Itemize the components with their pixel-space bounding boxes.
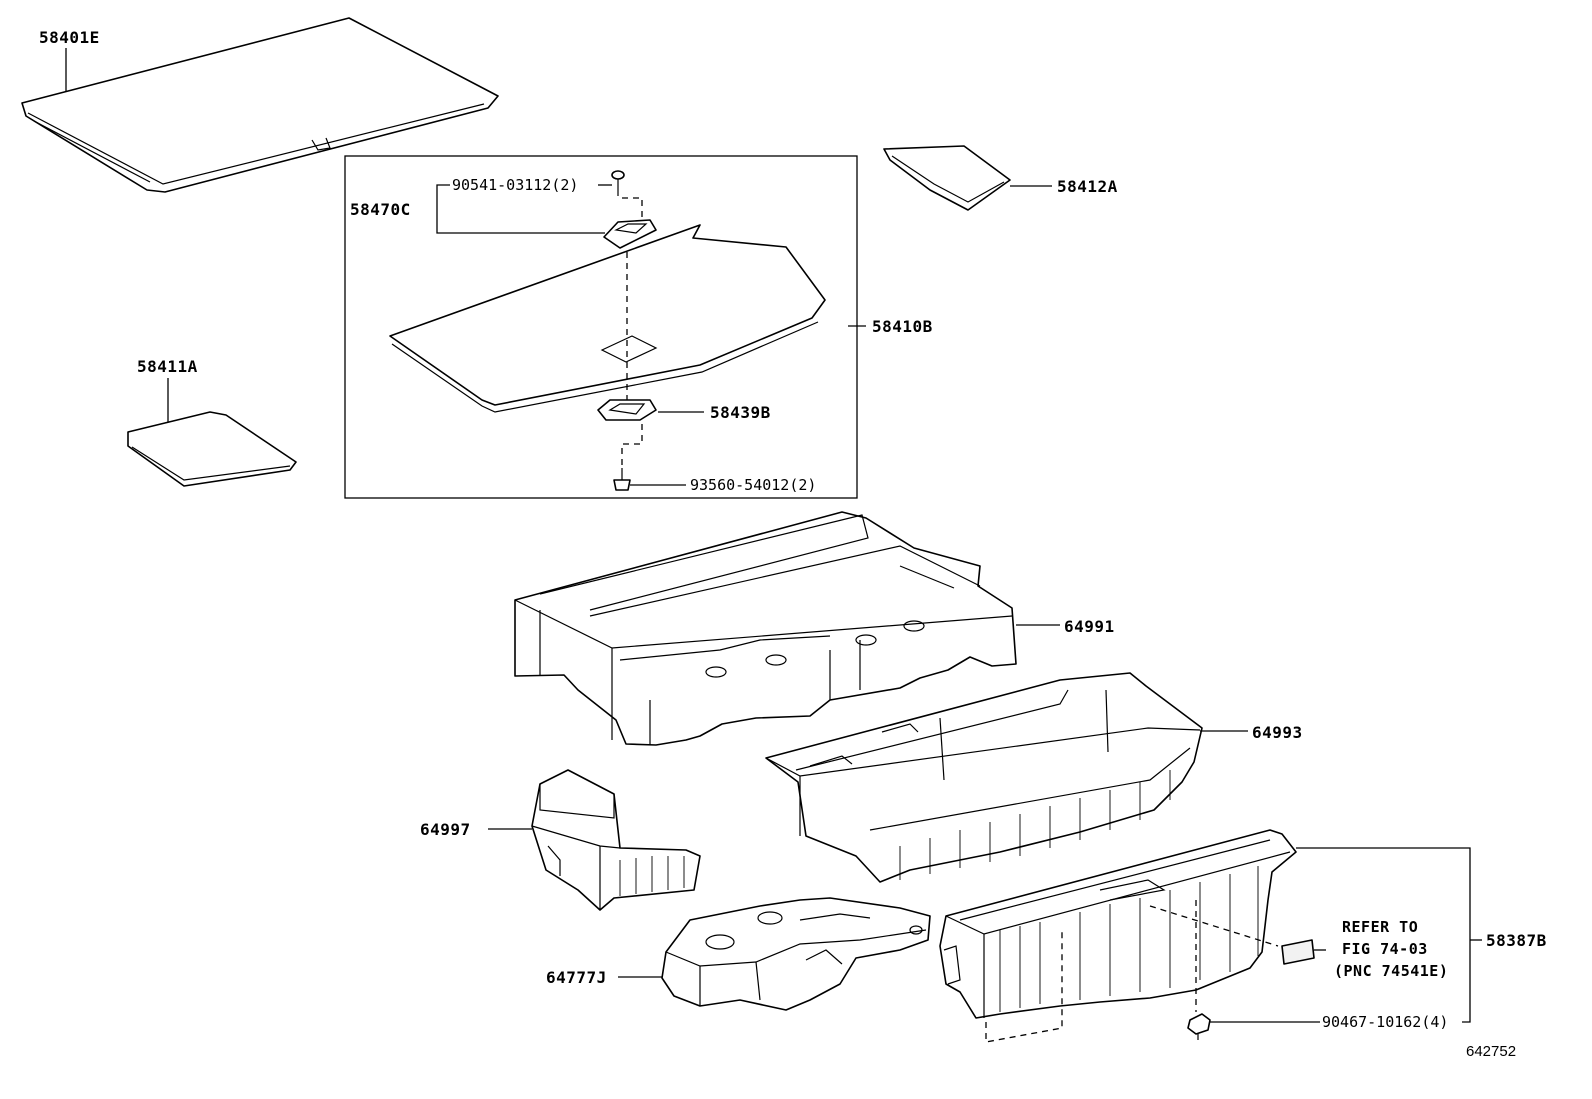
rear-trim-58387B [939,829,1297,1019]
deck-board-58401E: 58401E [21,17,499,193]
callout-58401E: 58401E [39,28,100,47]
assembly-group-frame [344,155,858,499]
clip-90467 [1187,1013,1211,1040]
side-cover-58411A [127,411,297,487]
callout-90467-10162: 90467-10162(4) [1322,1013,1448,1031]
figure-number: 642752 [1466,1043,1516,1060]
callout-64777J: 64777J [546,968,607,987]
callout-58412A: 58412A [1057,177,1118,196]
callout-58439B: 58439B [710,403,771,422]
callout-64997: 64997 [420,820,471,839]
callout-64993: 64993 [1252,723,1303,742]
reference-line-3: (PNC 74541E) [1334,962,1448,980]
callout-58411A: 58411A [137,357,198,376]
callout-58410B: 58410B [872,317,933,336]
clip-90541 [611,170,625,196]
callout-93560-54012: 93560-54012(2) [690,476,816,494]
callout-58387B: 58387B [1486,931,1547,950]
screw-93560 [613,468,631,491]
callout-58470C: 58470C [350,200,411,219]
tray-64991 [514,511,1017,746]
floor-board-58410B [389,224,826,413]
callout-64991: 64991 [1064,617,1115,636]
reference-note: REFER TO FIG 74-03 (PNC 74541E) [1334,918,1448,980]
reference-line-2: FIG 74-03 [1342,940,1428,958]
tray-64993 [765,672,1203,883]
box-64997 [531,769,701,911]
retainer-58439B [597,399,657,421]
jack-holder-64777J [661,897,931,1011]
handle-58470C [603,219,657,249]
reference-line-1: REFER TO [1342,918,1418,936]
label-plate [1281,939,1315,965]
callout-90541-03112: 90541-03112(2) [452,176,578,194]
side-cover-58412A [883,145,1011,211]
